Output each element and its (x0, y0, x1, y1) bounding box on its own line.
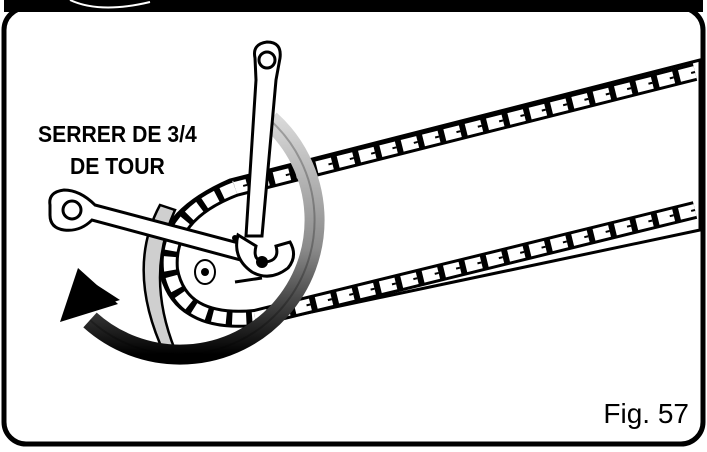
instruction-line-2: DE TOUR (38, 150, 197, 182)
figure-label: Fig. 57 (603, 398, 689, 430)
tighten-instruction: SERRER DE 3/4 DE TOUR (38, 118, 197, 182)
instruction-line-1: SERRER DE 3/4 (38, 118, 197, 150)
